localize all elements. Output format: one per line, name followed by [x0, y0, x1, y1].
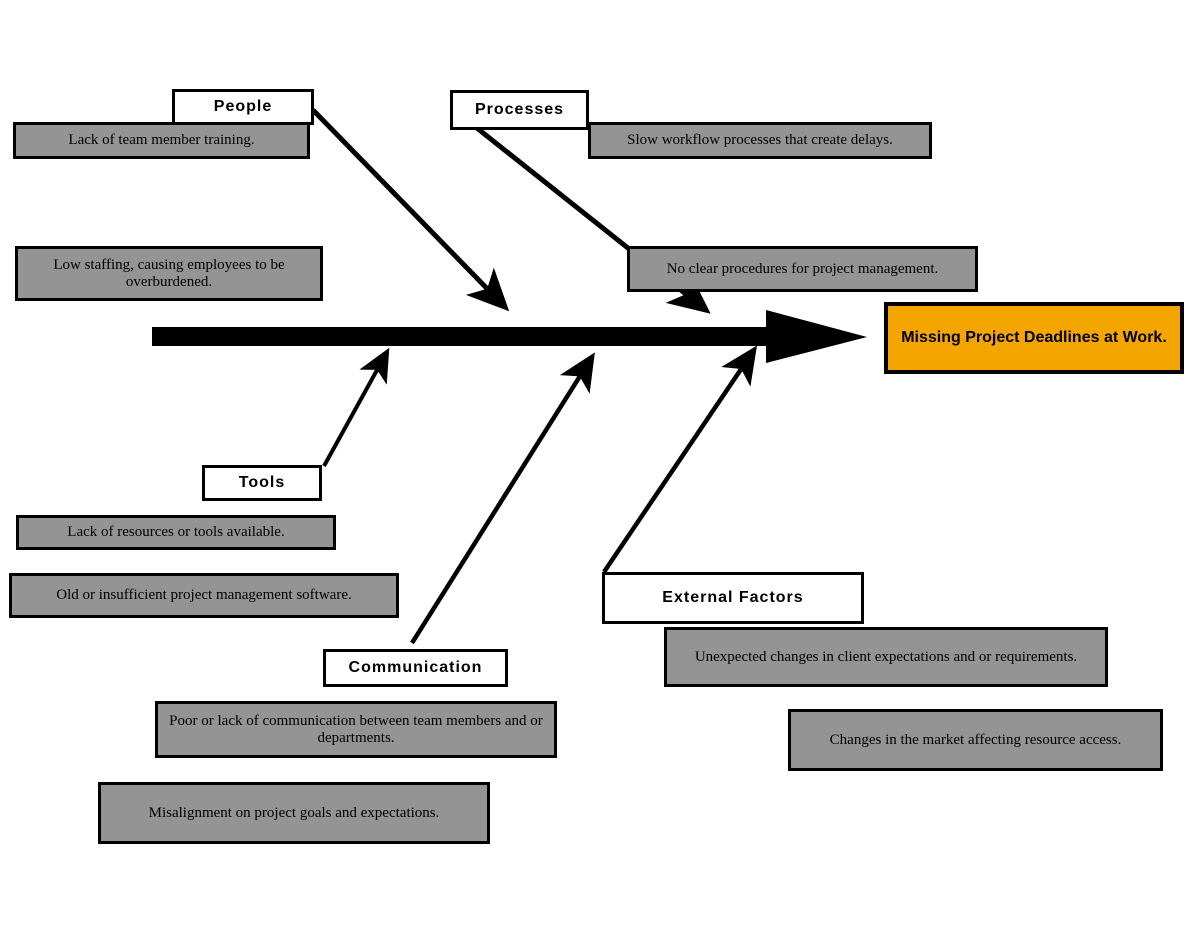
cause-label-external-factors-2: Changes in the market affecting resource… [829, 731, 1122, 748]
category-header-processes[interactable]: Processes [450, 90, 589, 130]
branch-line-external-factors [602, 345, 758, 574]
branch-line-tools [322, 347, 390, 467]
cause-label-tools-1: Lack of resources or tools available. [67, 524, 285, 541]
category-header-communication[interactable]: Communication [323, 649, 508, 687]
cause-label-external-factors-1: Unexpected changes in client expectation… [694, 648, 1078, 665]
cause-box-people-1[interactable]: Lack of team member training. [13, 122, 310, 159]
cause-label-communication-2: Misalignment on project goals and expect… [148, 804, 440, 821]
effect-label: Missing Project Deadlines at Work. [901, 329, 1167, 346]
cause-box-external-factors-2[interactable]: Changes in the market affecting resource… [788, 709, 1163, 771]
cause-label-processes-2: No clear procedures for project manageme… [666, 260, 939, 277]
cause-box-communication-1[interactable]: Poor or lack of communication between te… [155, 701, 557, 758]
cause-box-processes-2[interactable]: No clear procedures for project manageme… [627, 246, 978, 292]
cause-box-communication-2[interactable]: Misalignment on project goals and expect… [98, 782, 490, 844]
cause-label-people-2: Low staffing, causing employees to be ov… [53, 256, 285, 290]
category-label-communication: Communication [348, 659, 483, 677]
cause-label-tools-2: Old or insufficient project management s… [56, 587, 352, 604]
category-label-people: People [213, 98, 273, 116]
cause-box-external-factors-1[interactable]: Unexpected changes in client expectation… [664, 627, 1108, 687]
cause-box-tools-1[interactable]: Lack of resources or tools available. [16, 515, 336, 550]
branch-line-communication [410, 352, 595, 645]
effect-box[interactable]: Missing Project Deadlines at Work. [884, 302, 1184, 374]
cause-box-processes-1[interactable]: Slow workflow processes that create dela… [588, 122, 932, 159]
branch-line-people [311, 108, 510, 312]
cause-box-people-2[interactable]: Low staffing, causing employees to be ov… [15, 246, 323, 301]
category-label-external-factors: External Factors [662, 589, 804, 607]
cause-box-tools-2[interactable]: Old or insufficient project management s… [9, 573, 399, 618]
cause-label-people-1: Lack of team member training. [68, 132, 255, 149]
category-header-people[interactable]: People [172, 89, 314, 125]
category-header-tools[interactable]: Tools [202, 465, 322, 501]
main-spine-arrow [152, 310, 867, 363]
category-label-tools: Tools [238, 474, 286, 492]
category-label-processes: Processes [474, 101, 565, 119]
category-header-external-factors[interactable]: External Factors [602, 572, 864, 624]
cause-label-processes-1: Slow workflow processes that create dela… [627, 132, 893, 149]
cause-label-communication-1: Poor or lack of communication between te… [169, 712, 543, 746]
